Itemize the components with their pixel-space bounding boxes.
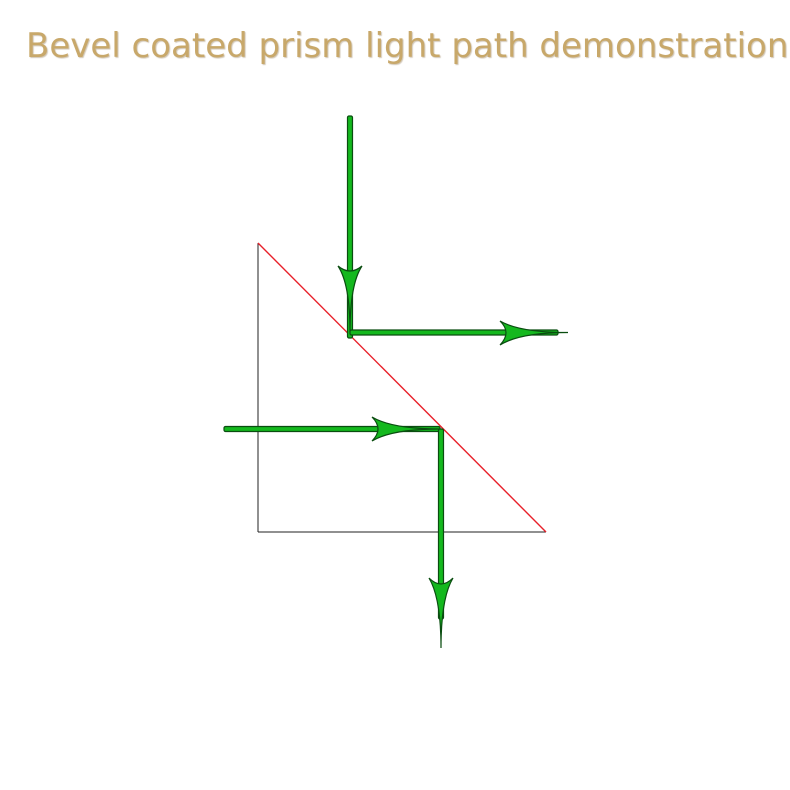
prism [257,243,546,533]
reflected-beam-right-arrowhead [499,320,569,346]
coated-bevel [257,242,547,533]
incident-beam-left-arrowhead [371,416,441,442]
reflected-beam-down-arrowhead [428,577,454,649]
reflected-beam-right [349,320,569,346]
incident-beam-left [223,416,441,442]
page-title: Bevel coated prism light path demonstrat… [26,26,789,66]
incident-beam-top-arrowhead [337,265,363,333]
reflected-beam-down [428,428,454,649]
incident-beam-top [337,115,363,339]
